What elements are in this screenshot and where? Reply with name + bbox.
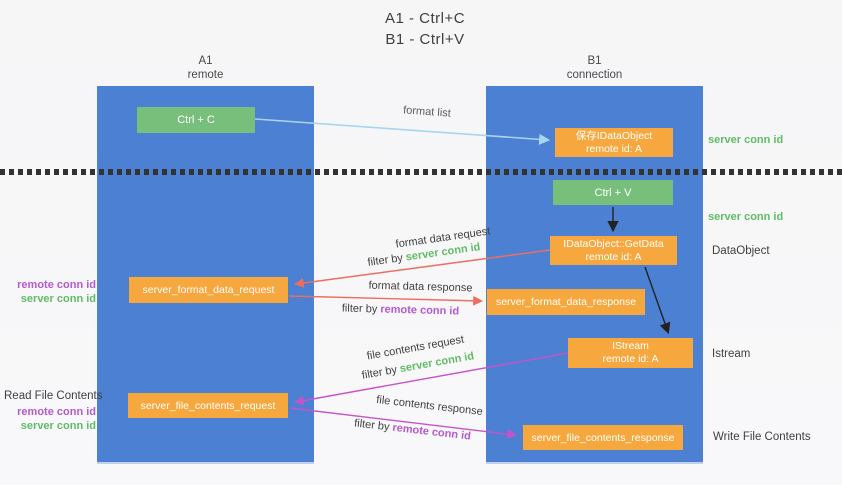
filter-by-text: filter by (360, 363, 401, 382)
label-dataobject: DataObject (712, 245, 770, 257)
node-save-line2: remote id: A (585, 142, 643, 155)
node-getdata-line1: IDataObject::GetData (563, 237, 664, 250)
node-istream: IStream remote id: A (568, 338, 693, 368)
lane-b1-subtitle: connection (566, 69, 623, 81)
filter-by-text: filter by (353, 417, 394, 434)
filter-by-text: filter by (366, 251, 407, 269)
node-format-resp-label: server_format_data_response (495, 296, 637, 308)
node-save-line1: 保存IDataObject (575, 129, 653, 142)
node-istream-line2: remote id: A (602, 353, 659, 365)
label-server-conn-id-top: server conn id (708, 134, 784, 146)
node-getdata-line2: remote id: A (585, 250, 642, 263)
node-ctrl-c-label: Ctrl + C (177, 114, 215, 126)
node-save-idataobject: 保存IDataObject remote id: A (555, 128, 673, 157)
node-idataobject-getdata: IDataObject::GetData remote id: A (550, 236, 677, 265)
lane-header-a1: A1 remote (97, 54, 314, 82)
lane-a1-subtitle: remote (187, 69, 224, 81)
arrow-label-format-data-response: format data response (368, 279, 473, 295)
filter-by-text: filter by (341, 302, 381, 316)
arrow-label-filter-by-remote-1: filter by remote conn id (338, 302, 463, 317)
arrow-format-data-response (288, 295, 483, 306)
node-file-req-label: server_file_contents_request (140, 399, 276, 412)
label-server-conn-id-mid: server conn id (708, 211, 784, 223)
node-server-file-contents-response: server_file_contents_response (523, 425, 683, 450)
node-format-req-label: server_format_data_request (142, 284, 275, 296)
arrow-label-file-contents-response: file contents response (375, 393, 484, 419)
label-read-file-contents: Read File Contents (4, 390, 103, 402)
arrow-label-filter-by-remote-2: filter by remote conn id (350, 417, 476, 443)
title-line-1: A1 - Ctrl+C (384, 10, 466, 27)
label-write-file-contents: Write File Contents (713, 431, 811, 443)
arrow-label-format-list: format list (402, 104, 452, 120)
diagram-title: A1 - Ctrl+C B1 - Ctrl+V (300, 8, 550, 50)
phase-divider-dotted-line (0, 169, 842, 175)
node-server-format-data-request: server_format_data_request (129, 277, 288, 303)
node-ctrl-v: Ctrl + V (553, 180, 673, 205)
lane-header-b1: B1 connection (486, 54, 703, 82)
label-server-conn-id-2: server conn id (20, 419, 96, 432)
lane-a1-name: A1 (198, 55, 213, 67)
left-conn-id-labels-2: remote conn id server conn id (4, 406, 96, 433)
label-remote-conn-id-2: remote conn id (17, 406, 96, 418)
node-server-file-contents-request: server_file_contents_request (128, 393, 288, 418)
filter-value-remote-1: remote conn id (380, 303, 460, 318)
label-istream: Istream (712, 348, 751, 360)
filter-value-remote-2: remote conn id (391, 421, 472, 443)
label-remote-conn-id-1: remote conn id (17, 279, 96, 291)
label-server-conn-id-1: server conn id (20, 292, 96, 305)
left-conn-id-labels-1: remote conn id server conn id (4, 279, 96, 306)
node-istream-line1: IStream (612, 340, 649, 352)
title-line-2: B1 - Ctrl+V (385, 31, 465, 48)
node-ctrl-c: Ctrl + C (137, 107, 255, 133)
lane-b1-name: B1 (587, 55, 602, 67)
node-ctrl-v-label: Ctrl + V (594, 186, 632, 199)
node-file-resp-label: server_file_contents_response (531, 431, 675, 444)
node-server-format-data-response: server_format_data_response (487, 289, 645, 315)
